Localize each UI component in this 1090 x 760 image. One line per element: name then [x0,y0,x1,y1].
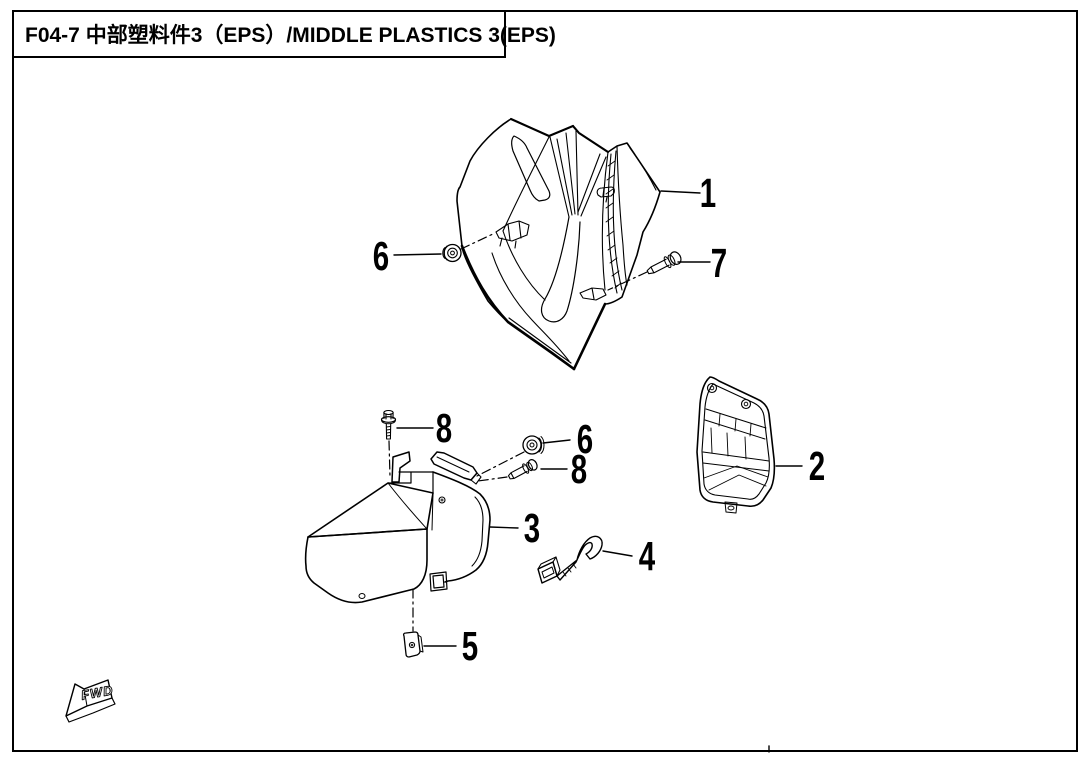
part-front-center-panel [456,117,661,371]
page-title: F04-7 中部塑料件3（EPS）/MIDDLE PLASTICS 3(EPS) [25,24,556,47]
callout-numbers: 1 2 3 4 5 6 6 7 8 8 [373,170,825,669]
callout-8-upper: 8 [436,405,452,451]
callout-2: 2 [809,443,825,489]
callout-5: 5 [462,623,478,669]
part-grommet-middle [522,435,545,455]
fwd-direction-arrow: FWD [65,679,116,723]
callout-8-middle: 8 [571,446,587,492]
callout-7: 7 [711,240,727,286]
callout-6-upper: 6 [373,233,389,279]
part-screw-middle [507,459,538,480]
part-flange-bolt-upper [380,409,397,440]
diagram-border [12,10,1078,752]
callout-3: 3 [524,505,540,551]
callout-4: 4 [639,533,656,579]
part-screw-upper [646,251,682,275]
title-box: F04-7 中部塑料件3（EPS）/MIDDLE PLASTICS 3(EPS) [12,10,556,58]
callout-6-middle: 6 [577,416,593,462]
part-storage-box [304,451,491,604]
leader-lines [393,190,803,647]
part-grille-panel [696,376,776,514]
part-clip-nut [402,631,424,658]
assembly-center-lines [388,232,648,632]
fwd-label: FWD [80,682,115,702]
callout-1: 1 [700,170,716,216]
part-hook-bracket [537,535,603,584]
part-grommet-upper [442,243,462,263]
